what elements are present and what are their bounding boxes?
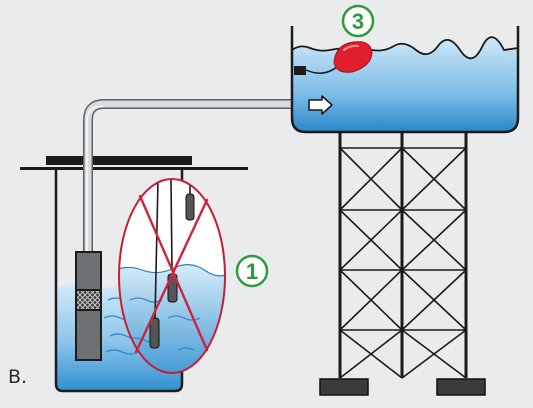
callout-3-badge: 3 [341,4,375,38]
ground-line [20,167,248,170]
float-cable [305,65,339,74]
detail-lens-frame [118,178,226,374]
water-tower-frame [319,132,486,396]
well-casing [54,170,184,393]
pump-intake-screen [75,289,102,311]
prohibited-cross-icon [134,194,209,354]
tower-foot-left [319,378,369,396]
elevated-tank: 3 [290,4,520,134]
tank-water-surface [291,36,519,60]
callout-1-badge: 1 [235,254,269,288]
tank-shell [290,26,520,134]
well-cover-plate [46,156,192,165]
submersible-pump [75,251,102,361]
float-switch-high [185,193,195,221]
figure-corner-label: B. [8,366,28,388]
tower-foot-right [436,378,486,396]
callout-3-number: 3 [352,9,364,34]
tank-inlet-bracket [294,66,306,75]
callout-1-number: 1 [246,259,258,284]
float-detail-callout: 1 [118,178,269,374]
flow-arrow-icon [308,95,333,115]
float-switch-low [149,317,160,349]
